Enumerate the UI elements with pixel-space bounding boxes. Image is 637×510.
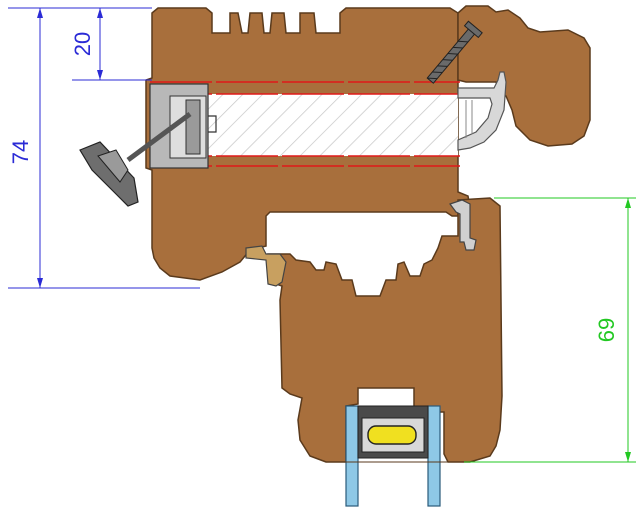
dimension-74-label: 74 [8,140,33,164]
steel-profile-left [346,406,358,506]
sash-seal [246,246,286,286]
glass-pane [208,94,458,156]
dimension-69-label: 69 [594,318,619,342]
weather-seal-icon [458,72,506,150]
glazing-bead-wood [458,6,590,146]
frame-profile [246,198,502,506]
yellow-gasket [368,426,416,444]
dimension-20-label: 20 [70,32,95,56]
steel-profile-right [428,406,440,506]
dimension-rebate-depth: 20 [70,8,152,80]
